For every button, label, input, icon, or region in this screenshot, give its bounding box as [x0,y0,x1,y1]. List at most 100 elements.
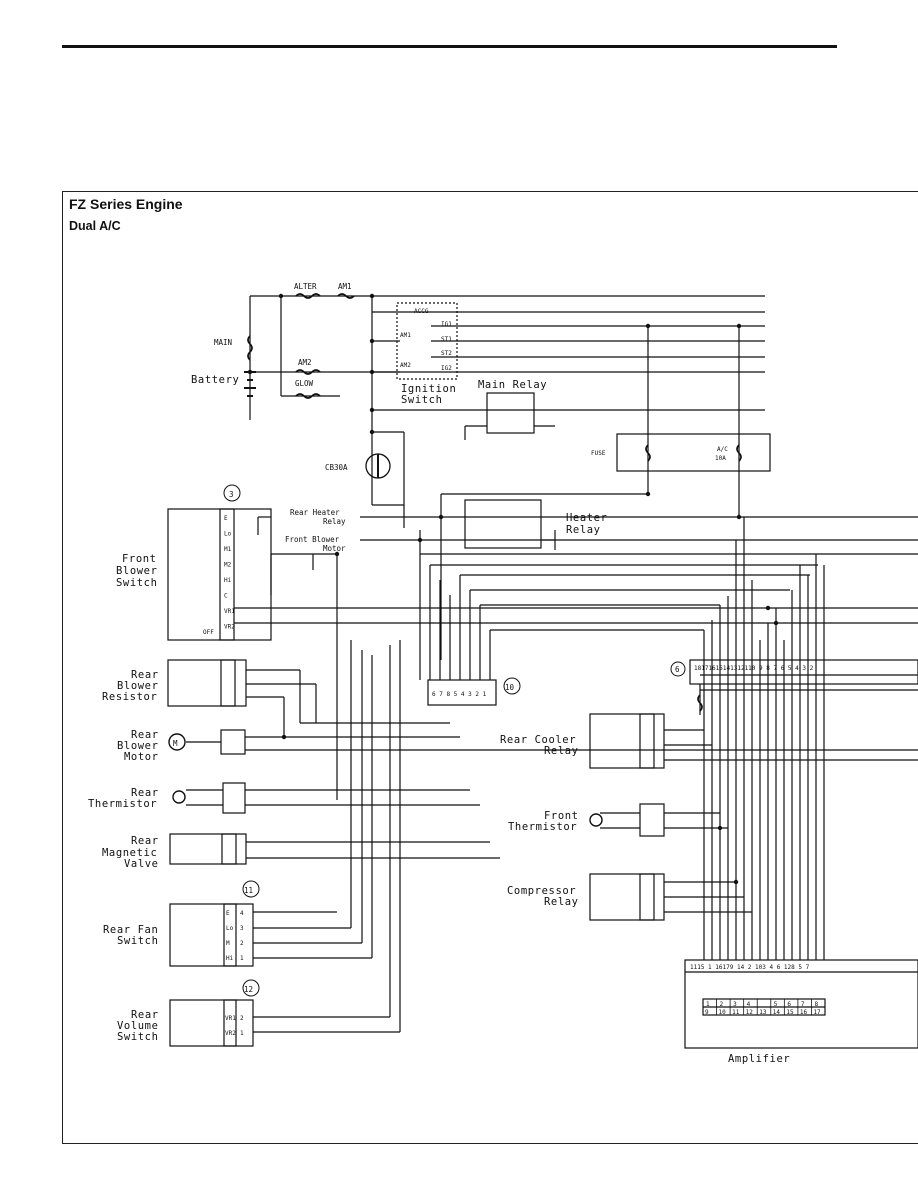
fbs-pin-label: VR2 [224,624,235,631]
junction-dots [247,293,779,885]
rear-thermistor-icon [172,790,186,804]
heater-relay-label-1: Heater [566,512,608,524]
ac-fuse-label-1: A/C [717,446,728,453]
ac-fuse-label-2: 10A [715,455,726,462]
rfs-pin-number: 1 [240,955,244,962]
amp-grid-cell: 4 [747,1001,751,1008]
rear-blower-resistor-1: Rear [131,669,159,681]
page-subtitle: Dual A/C [69,219,121,233]
amplifier-label: Amplifier [728,1053,790,1065]
ign-st1-label: ST1 [441,336,452,343]
rfs-pin-name: M [226,940,230,947]
rear-blower-motor-3: Motor [124,751,159,763]
rear-magnetic-valve-2: Magnetic [102,847,157,859]
page-title: FZ Series Engine [69,196,183,212]
ign-am1-label: AM1 [400,332,411,339]
fuse-label: FUSE [591,450,606,457]
rear-volume-switch-label-3: Switch [117,1031,159,1043]
fuse-symbols [247,293,742,712]
ignition-label-1: Ignition [401,383,456,395]
ign-am2-label: AM2 [400,362,411,369]
fbs-pin-label: M1 [224,546,232,553]
fbs-off-label: OFF [203,629,214,636]
main-label: MAIN [214,338,232,347]
rear-blower-motor-2: Blower [117,740,159,752]
am1-label: AM1 [338,282,352,291]
rfs-pin-number: 3 [240,925,244,932]
ign-ig1-label: IG1 [441,321,452,328]
amp-grid-cell: 12 [746,1009,754,1016]
amplifier-pin-row: 1115 1 16179 14 2 103 4 6 128 5 7 [690,964,810,971]
rear-magnetic-valve-3: Valve [124,858,159,870]
front-thermistor-icon [589,813,603,827]
ign-acc-label: ACCG [414,308,429,315]
rear-fan-switch-pins: E LoM Hi 4 3 2 1 [226,910,244,962]
front-thermistor-1: Front [544,810,579,822]
front-blower-switch-label-3: Switch [116,577,158,589]
compressor-relay-2: Relay [544,896,579,908]
amp-grid-cell: 3 [733,1001,737,1008]
rear-cooler-relay-1: Rear Cooler [500,734,576,746]
rvs-pin-number: 2 [240,1015,244,1022]
rear-thermistor-1: Rear [131,787,159,799]
connector-6-pins: 18171615141312110 9 8 7 6 5 4 3 2 [694,665,814,672]
amp-grid-cell: 9 [705,1009,709,1016]
rear-volume-switch-label-2: Volume [117,1020,159,1032]
heater-relay-label-2: Relay [566,524,601,536]
rfs-pin-number: 4 [240,910,244,917]
battery-label: Battery [191,374,239,386]
motor-label: M [173,739,178,748]
rear-blower-motor-1: Rear [131,729,159,741]
rear-blower-resistor-2: Blower [117,680,159,692]
amp-grid-cell: 16 [800,1009,808,1016]
rear-volume-switch-label-1: Rear [131,1009,159,1021]
fbs-pin-label: E [224,515,228,522]
top-rule [62,45,837,48]
cb30a-label: CB30A [325,463,348,472]
connector-10-number: 10 [505,683,515,692]
rfs-pin-name: E [226,910,230,917]
rear-fan-switch-label-2: Switch [117,935,159,947]
amp-grid-cell: 15 [786,1009,794,1016]
front-blower-motor-arrow-2: Motor [323,544,346,553]
front-thermistor-2: Thermistor [508,821,577,833]
glow-label: GLOW [295,379,314,388]
amp-grid-cell: 8 [814,1001,818,1008]
fbs-pin-label: VR1 [224,608,235,615]
rear-cooler-relay-2: Relay [544,745,579,757]
amp-grid-cell: 14 [773,1009,781,1016]
amp-grid-cell: 10 [719,1009,727,1016]
front-blower-switch-number: 3 [229,490,234,499]
fbs-pin-label: M2 [224,562,232,569]
am2-label: AM2 [298,358,312,367]
amp-grid-cell: 7 [801,1001,805,1008]
alter-label: ALTER [294,282,317,291]
rvs-pin-number: 1 [240,1030,244,1037]
ign-ig2-label: IG2 [441,365,452,372]
rfs-pin-name: Hi [226,955,234,962]
rear-magnetic-valve-1: Rear [131,835,159,847]
rvs-pin-name: VR1 [225,1015,236,1022]
fbs-pin-label: Hi [224,577,232,584]
fbs-pin-label: C [224,593,228,600]
fbs-pin-label: Lo [224,531,232,538]
amp-grid-cell: 13 [759,1009,767,1016]
ignition-label-2: Switch [401,394,443,406]
motor-icon [168,733,186,751]
rfs-pin-name: Lo [226,925,234,932]
rear-heater-relay-arrow-1: Rear Heater [290,508,340,517]
connector-6-number: 6 [675,665,680,674]
amp-grid-cell: 17 [813,1009,821,1016]
compressor-relay-1: Compressor [507,885,576,897]
rvs-pin-name: VR2 [225,1030,236,1037]
amp-grid-cell: 1 [706,1001,710,1008]
rear-fan-switch-label-1: Rear Fan [103,924,158,936]
rfs-pin-number: 2 [240,940,244,947]
rear-heater-relay-arrow-2: Relay [323,517,346,526]
amp-grid-cell: 6 [787,1001,791,1008]
amp-grid-cell: 11 [732,1009,740,1016]
